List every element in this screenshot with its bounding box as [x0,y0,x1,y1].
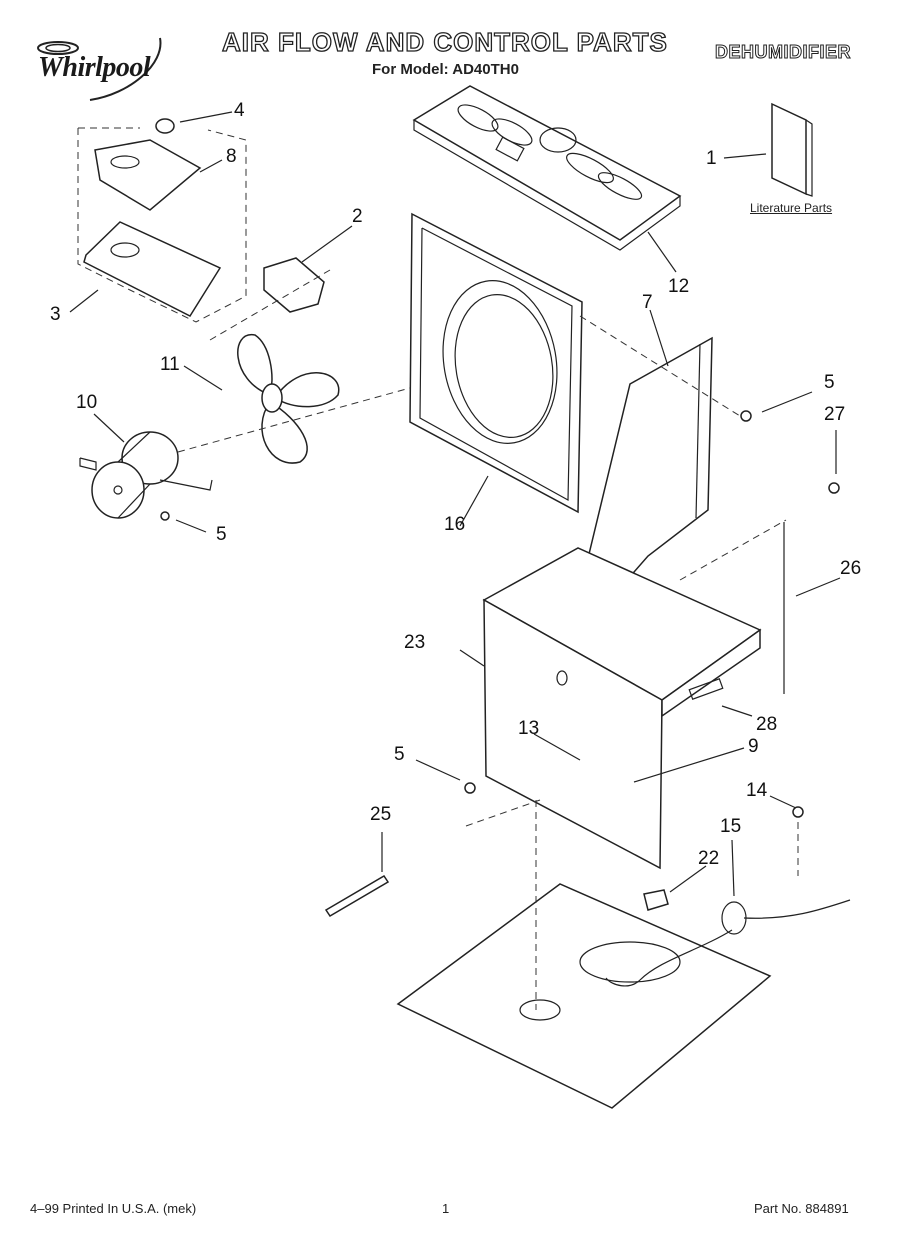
fan-shroud [409,212,583,514]
drain-tube [324,874,390,918]
literature-parts-label: Literature Parts [750,201,833,215]
base-pan [396,883,772,1109]
screw-fasteners [160,410,840,818]
callout-10: 10 [76,392,98,413]
literature-booklet [771,102,813,197]
callout-4: 4 [234,100,245,121]
control-assembly [77,118,247,323]
fan-motor [79,431,213,519]
power-cord [605,899,851,987]
callout-27: 27 [824,404,846,425]
callout-14: 14 [746,780,768,801]
product-type: DEHUMIDIFIER [715,42,852,63]
footer-print-info: 4–99 Printed In U.S.A. (mek) [30,1201,197,1216]
strain-relief [643,889,669,911]
callout-3: 3 [50,304,61,325]
callout-23: 23 [404,632,426,653]
callout-5-screw-right: 5 [824,372,835,393]
callout-9: 9 [748,736,759,757]
callout-12: 12 [668,276,690,297]
callout-16: 16 [444,514,466,535]
callout-7: 7 [642,292,653,313]
callout-8: 8 [226,146,237,167]
switch-component [263,257,325,313]
brand-logo-text: Whirlpool [38,52,151,83]
whirlpool-logo [37,37,162,101]
callout-28: 28 [756,714,778,735]
callout-5-cabinet-screw: 5 [394,744,405,765]
callout-26: 26 [840,558,862,579]
callout-2: 2 [352,206,363,227]
callout-1: 1 [706,148,717,169]
footer-part-number: Part No. 884891 [754,1201,849,1216]
callout-13: 13 [518,718,540,739]
leader-lines [69,111,841,897]
model-line: For Model: AD40TH0 [372,61,519,78]
assembly-guide-lines [177,269,799,1010]
page-title: AIR FLOW AND CONTROL PARTS [221,26,668,57]
callout-22: 22 [698,848,720,869]
callout-5-motor-screw: 5 [216,524,227,545]
cabinet-housing [482,547,762,870]
footer-page-number: 1 [442,1201,450,1216]
callout-11: 11 [160,354,180,375]
fan-blade [237,334,340,464]
callout-25: 25 [370,804,392,825]
top-grille [412,85,682,251]
callout-15: 15 [720,816,742,837]
